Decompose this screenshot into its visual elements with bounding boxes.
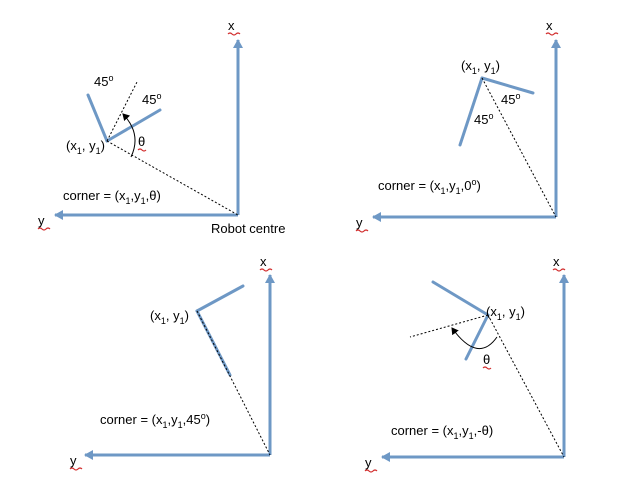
- angle-label: 45o: [94, 73, 113, 89]
- corner-segment: [458, 76, 484, 147]
- spell-underline: [552, 268, 566, 272]
- corner-formula: corner = (x1,y1,0o): [378, 177, 481, 196]
- corner-segment: [464, 313, 490, 361]
- y-axis-label: y: [38, 213, 45, 228]
- corner-formula: corner = (x1,y1,-θ): [391, 423, 493, 441]
- y-axis-label: y: [70, 453, 77, 468]
- theta-arc: [451, 327, 498, 350]
- point-label: (x1, y1): [486, 304, 525, 322]
- robot-centre-label: Robot centre: [211, 221, 285, 236]
- spell-underline: [137, 148, 147, 152]
- theta-arc: [122, 113, 136, 158]
- spell-underline: [482, 366, 492, 370]
- panel-bottom-right: x y (x1, y1) θ corner = (x1,y1,-θ): [364, 254, 569, 473]
- x-axis-label: x: [546, 18, 553, 33]
- angle-label: 45o: [501, 91, 520, 107]
- spell-underline: [545, 32, 559, 36]
- point-label: (x1, y1): [461, 58, 500, 76]
- theta-label: θ: [483, 352, 490, 367]
- theta-label: θ: [138, 134, 145, 149]
- spell-underline: [364, 469, 378, 473]
- spell-underline: [37, 227, 51, 231]
- line-to-centre: [106, 140, 239, 216]
- y-axis-label: y: [356, 215, 363, 230]
- angle-label: 45o: [142, 91, 161, 107]
- spell-underline: [355, 229, 369, 233]
- x-axis-label: x: [260, 254, 267, 269]
- point-label: (x1, y1): [150, 308, 189, 326]
- corner-segment: [431, 280, 490, 317]
- panel-top-right: x y (x1, y1) 45o 45o corner = (x1,y1,0o): [355, 18, 561, 233]
- spell-underline: [259, 268, 273, 272]
- corner-segment: [105, 108, 162, 143]
- spell-underline: [69, 467, 83, 471]
- angle-label: 45o: [474, 111, 493, 127]
- corner-segment: [480, 76, 535, 95]
- panel-bottom-left: x y (x1, y1) corner = (x1,y1,45o): [69, 254, 275, 471]
- panel-top-left: x y 45o 45o θ (x1, y1) corner = (x1,y1,θ…: [37, 18, 285, 236]
- corner-formula: corner = (x1,y1,θ): [63, 188, 161, 206]
- spell-underline: [227, 32, 241, 36]
- line-to-centre: [487, 314, 565, 458]
- corner-segment: [195, 284, 245, 313]
- y-axis-label: y: [365, 455, 372, 470]
- point-label: (x1, y1): [66, 138, 105, 156]
- bisector-line: [409, 314, 489, 338]
- corner-segment: [86, 93, 109, 143]
- corner-formula: corner = (x1,y1,45o): [100, 411, 210, 430]
- x-axis-label: x: [228, 18, 235, 33]
- x-axis-label: x: [553, 254, 560, 269]
- line-to-centre: [196, 310, 271, 456]
- bisector-line: [106, 81, 138, 142]
